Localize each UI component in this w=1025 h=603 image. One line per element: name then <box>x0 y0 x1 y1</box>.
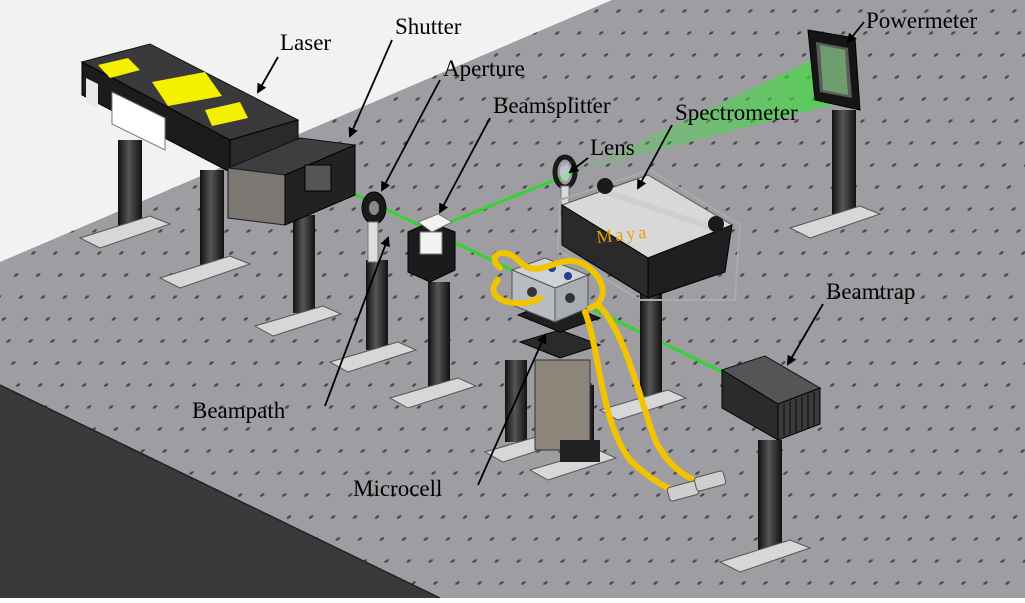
arrow-beamtrap <box>786 303 824 366</box>
label-lens-group: Lens <box>568 135 635 174</box>
arrow-beampath <box>324 236 390 407</box>
beam-split <box>434 170 576 230</box>
label-shutter-group: Shutter <box>348 14 462 138</box>
laser-yellow-plate-2 <box>152 72 222 106</box>
spectrometer: Maya <box>556 168 742 301</box>
label-beamtrap: Beamtrap <box>826 279 915 304</box>
label-powermeter-group: Powermeter <box>846 8 977 44</box>
powermeter-post <box>788 110 882 239</box>
label-beampath-group: Beampath <box>192 236 390 423</box>
label-shutter: Shutter <box>395 14 462 39</box>
arrow-spectrometer <box>637 124 673 190</box>
lens <box>552 154 578 217</box>
label-aperture: Aperture <box>443 56 525 81</box>
aperture <box>361 191 387 263</box>
label-beampath: Beampath <box>192 398 286 423</box>
powermeter-beam-fan <box>575 48 850 172</box>
laser-white-panel <box>111 91 166 151</box>
arrow-beamsplitter <box>439 117 491 214</box>
powermeter <box>807 29 861 111</box>
beamtrap <box>720 355 822 441</box>
label-aperture-group: Aperture <box>381 56 525 192</box>
cables <box>490 250 711 498</box>
arrow-microcell <box>477 333 547 486</box>
laser-yellow-plate-1 <box>98 58 140 78</box>
cable-connectors <box>666 470 727 502</box>
laser-post-right <box>158 170 252 289</box>
beamsplitter <box>407 213 456 283</box>
laser-post-left <box>78 140 172 249</box>
label-beamtrap-group: Beamtrap <box>786 279 915 366</box>
label-laser: Laser <box>280 30 331 55</box>
label-beamsplitter: Beamsplitter <box>493 93 611 118</box>
label-powermeter: Powermeter <box>866 8 977 33</box>
label-microcell-group: Microcell <box>353 333 547 501</box>
shutter-post <box>253 215 343 337</box>
beamtrap-post <box>718 440 812 573</box>
arrow-laser <box>257 56 279 94</box>
laser <box>80 43 300 173</box>
beamsplitter-post <box>388 282 478 409</box>
label-spectrometer-group: Spectrometer <box>637 100 798 190</box>
label-beamsplitter-group: Beamsplitter <box>439 93 611 214</box>
label-spectrometer: Spectrometer <box>675 100 798 125</box>
arrow-lens <box>568 157 589 174</box>
arrow-powermeter <box>846 21 865 44</box>
laser-yellow-plate-3 <box>205 102 248 126</box>
shutter <box>226 137 357 226</box>
label-laser-group: Laser <box>257 30 331 94</box>
label-lens: Lens <box>590 135 635 160</box>
arrow-aperture <box>381 79 441 192</box>
label-microcell: Microcell <box>353 476 442 501</box>
arrow-shutter <box>348 39 393 138</box>
